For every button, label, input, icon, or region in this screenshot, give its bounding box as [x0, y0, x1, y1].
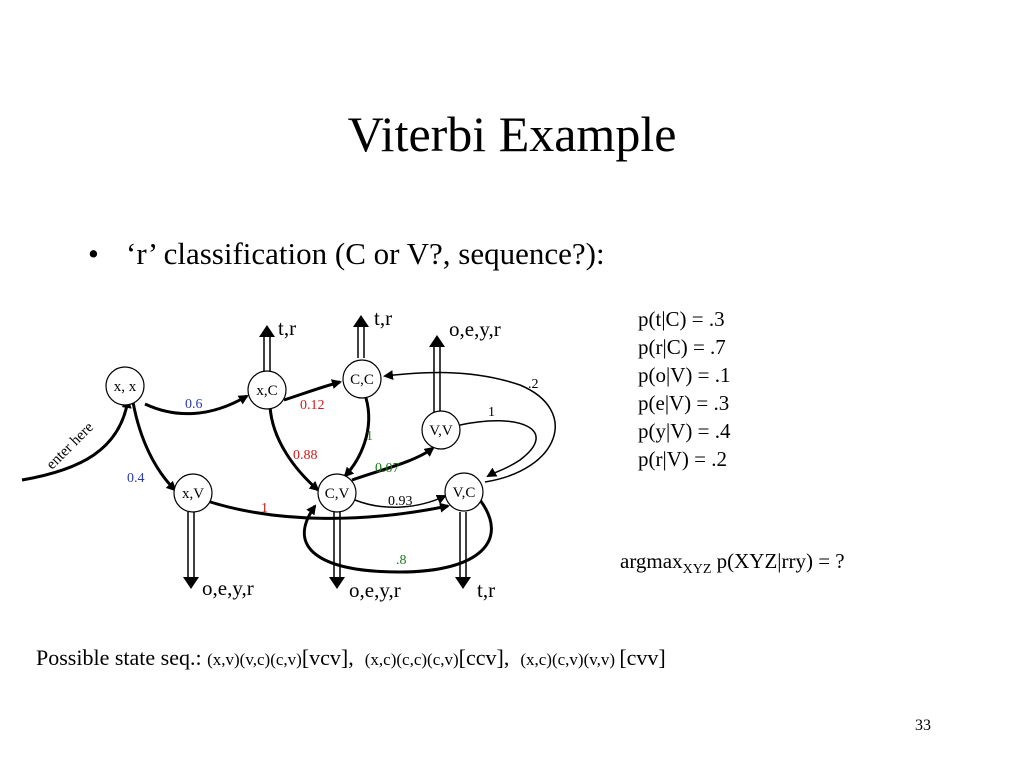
- page-number: 33: [915, 717, 931, 734]
- state-label-xx: x, x: [114, 379, 137, 395]
- transition-xc-to-cc: [283, 379, 342, 402]
- sequence-3-label: [cvv]: [619, 645, 666, 670]
- sequence-2-label: [ccv],: [458, 645, 510, 670]
- slide-title: Viterbi Example: [347, 106, 677, 162]
- bullet-text: ‘r’ classification (C or V?, sequence?):: [126, 236, 605, 271]
- emission-label-xv: o,e,y,r: [202, 576, 254, 600]
- emission-arrow-vv: [429, 335, 445, 413]
- emission-prob-item: p(o|V) = .1: [638, 363, 731, 387]
- sequence-2-states: (x,c)(c,c)(c,v): [364, 650, 459, 669]
- emission-prob-item: p(e|V) = .3: [638, 391, 730, 415]
- transition-xx-to-xc: [144, 394, 249, 416]
- sequence-3-states: (x,c)(c,v)(v,v): [520, 650, 620, 669]
- prob-cc-to-cv: 1: [366, 429, 373, 444]
- state-node-xx: x, x: [105, 366, 145, 406]
- prob-vc-to-cc: .2: [528, 377, 539, 392]
- emission-arrow-cv: [329, 512, 345, 589]
- emission-label-xc: t,r: [278, 316, 296, 340]
- transition-xx-to-xv: [131, 401, 177, 492]
- sequence-1-states: (x,v)(v,c)(c,v): [207, 650, 302, 669]
- argmax-subscript: XYZ: [682, 562, 712, 578]
- footer-lead: Possible state seq.:: [36, 645, 208, 670]
- transition-vc-to-cv-loop: [302, 499, 493, 574]
- emission-probabilities: p(t|C) = .3 p(r|C) = .7 p(o|V) = .1 p(e|…: [638, 305, 730, 473]
- argmax-question: argmaxXYZ p(XYZ|rry) = ?: [620, 549, 845, 578]
- bullet-item: • ‘r’ classification (C or V?, sequence?)…: [88, 234, 605, 274]
- emission-prob-item: p(t|C) = .3: [638, 307, 725, 331]
- bullet-dot: •: [88, 236, 99, 271]
- prob-xc-to-cv: 0.88: [293, 448, 318, 463]
- emission-arrow-cc: [353, 315, 369, 358]
- prob-cv-to-vc: 0.93: [388, 494, 413, 509]
- transition-vc-to-cc: [383, 370, 556, 483]
- prob-xx-to-xc: 0.6: [185, 397, 203, 412]
- state-node-cv: C,V: [317, 473, 357, 513]
- state-label-xv: x,V: [182, 486, 204, 502]
- emission-arrow-vc: [455, 512, 471, 589]
- transition-cc-to-cv: [343, 397, 371, 478]
- prob-cv-to-vv: 0.07: [375, 461, 400, 476]
- state-node-xv: x,V: [173, 473, 213, 513]
- possible-state-sequences: Possible state seq.: (x,v)(v,c)(c,v)[vcv…: [36, 645, 666, 671]
- state-label-xc: x,C: [256, 383, 277, 399]
- emission-prob-item: p(r|C) = .7: [638, 335, 726, 359]
- transition-cv-to-vv: [351, 446, 435, 482]
- entry-arrow: [21, 398, 132, 482]
- argmax-prefix: argmax: [620, 549, 683, 573]
- state-label-vc: V,C: [453, 485, 476, 501]
- prob-xx-to-xv: 0.4: [127, 471, 145, 486]
- prob-vc-to-cv: .8: [396, 553, 407, 568]
- transition-vv-to-vc: [459, 419, 537, 477]
- emission-label-vv: o,e,y,r: [449, 317, 501, 341]
- emission-arrow-xc: [259, 325, 275, 376]
- state-node-cc: C,C: [342, 359, 382, 399]
- emission-label-cv: o,e,y,r: [349, 578, 401, 602]
- state-label-vv: V,V: [429, 423, 453, 439]
- transition-cv-to-vc: [354, 494, 447, 508]
- state-node-xc: x,C: [247, 370, 287, 410]
- emission-label-cc: t,r: [374, 306, 392, 330]
- entry-label: enter here: [44, 419, 98, 473]
- prob-vv-to-vc: 1: [488, 405, 495, 420]
- sequence-1-label: [vcv],: [301, 645, 354, 670]
- argmax-suffix: p(XYZ|rry) = ?: [711, 549, 845, 573]
- state-label-cc: C,C: [350, 372, 374, 388]
- emission-prob-item: p(r|V) = .2: [638, 447, 727, 471]
- state-label-cv: C,V: [325, 486, 350, 502]
- emission-prob-item: p(y|V) = .4: [638, 419, 731, 443]
- prob-xv-to-vc: 1: [261, 501, 268, 516]
- state-node-vc: V,C: [444, 472, 484, 512]
- prob-xc-to-cc: 0.12: [300, 398, 325, 413]
- emission-arrow-xv: [183, 512, 199, 589]
- emission-label-vc: t,r: [477, 578, 495, 602]
- state-node-vv: V,V: [421, 410, 461, 450]
- transition-xc-to-cv: [268, 405, 320, 492]
- transition-xv-to-vc: [203, 498, 450, 520]
